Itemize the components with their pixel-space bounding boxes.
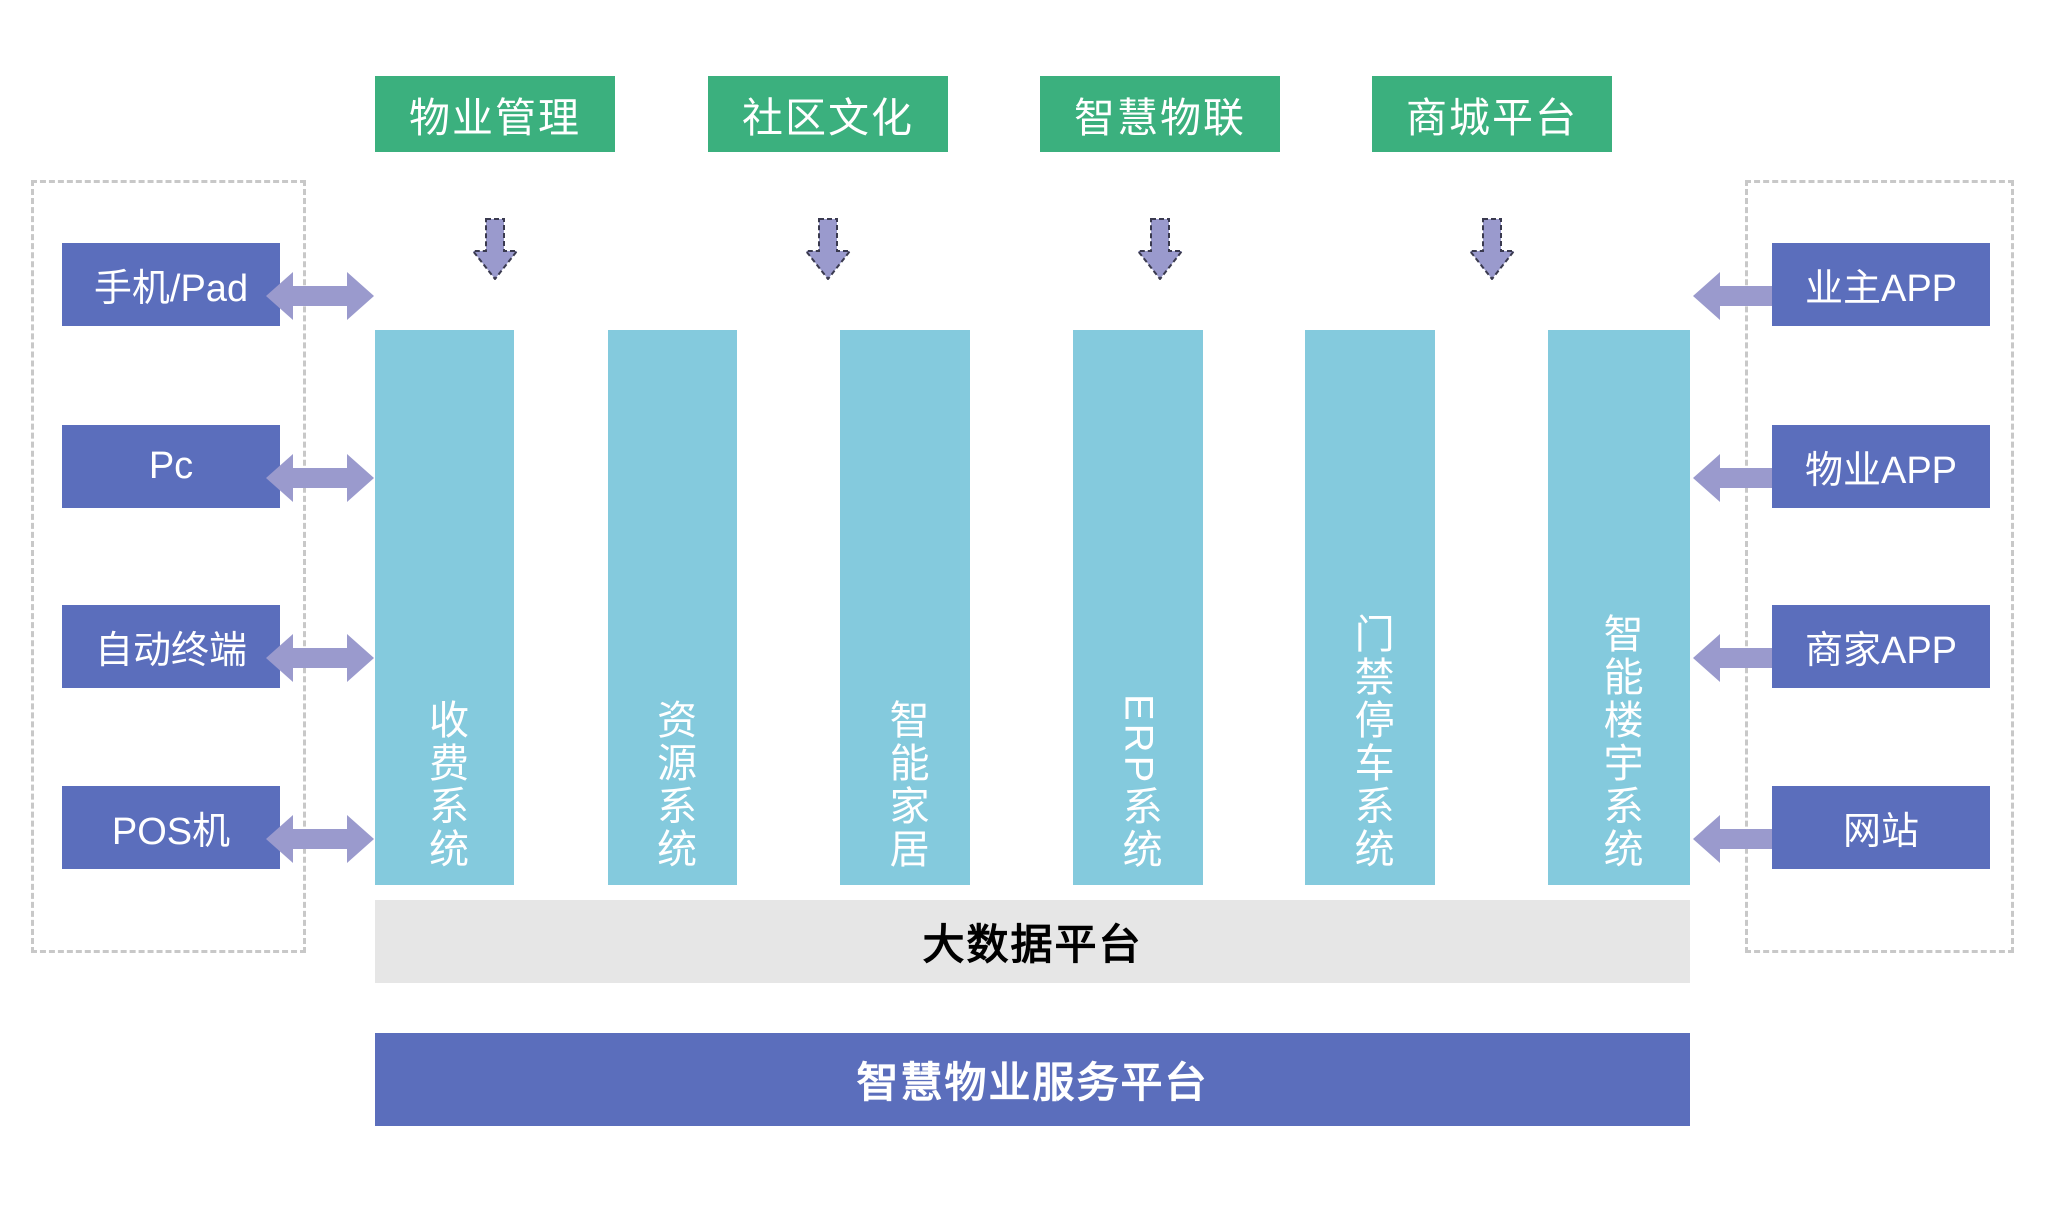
- smart-property-service-platform-bar[interactable]: 智慧物业服务平台: [375, 1033, 1690, 1126]
- right-channel-box-website[interactable]: 网站: [1772, 786, 1990, 869]
- right-channel-box-owner-app[interactable]: 业主APP: [1772, 243, 1990, 326]
- left-channel-box-pos[interactable]: POS机: [62, 786, 280, 869]
- left-channel-box-mobile-pad[interactable]: 手机/Pad: [62, 243, 280, 326]
- arrow-down-icon-2: [805, 218, 851, 280]
- big-data-platform-bar[interactable]: 大数据平台: [375, 900, 1690, 983]
- right-channel-box-merchant-app[interactable]: 商家APP: [1772, 605, 1990, 688]
- arrow-down-icon-3: [1137, 218, 1183, 280]
- arrow-down-icon-1: [472, 218, 518, 280]
- system-column-label: 门禁停车系统: [1348, 613, 1393, 871]
- system-column-erp[interactable]: ERP系统: [1073, 330, 1203, 885]
- arrow-left-right-icon-left-3: [265, 630, 375, 686]
- system-column-smart-home[interactable]: 智能家居: [840, 330, 970, 885]
- left-terminal-zone: [31, 180, 306, 953]
- system-column-label: 智能楼宇系统: [1597, 613, 1642, 871]
- system-column-label: 收费系统: [423, 699, 468, 871]
- top-module-box-2[interactable]: 社区文化: [708, 76, 948, 152]
- arrow-left-right-icon-left-4: [265, 811, 375, 867]
- arrow-left-right-icon-left-2: [265, 450, 375, 506]
- left-channel-box-self-service-terminal[interactable]: 自动终端: [62, 605, 280, 688]
- top-module-box-3[interactable]: 智慧物联: [1040, 76, 1280, 152]
- left-channel-box-pc[interactable]: Pc: [62, 425, 280, 508]
- right-channel-box-property-app[interactable]: 物业APP: [1772, 425, 1990, 508]
- system-column-label: ERP系统: [1116, 693, 1161, 871]
- top-module-box-1[interactable]: 物业管理: [375, 76, 615, 152]
- top-module-box-4[interactable]: 商城平台: [1372, 76, 1612, 152]
- system-column-resource[interactable]: 资源系统: [608, 330, 737, 885]
- system-column-label: 资源系统: [651, 699, 696, 871]
- system-column-smart-building[interactable]: 智能楼宇系统: [1548, 330, 1690, 885]
- right-application-zone: [1745, 180, 2014, 953]
- system-column-access-parking[interactable]: 门禁停车系统: [1305, 330, 1435, 885]
- arrow-down-icon-4: [1469, 218, 1515, 280]
- system-column-charging[interactable]: 收费系统: [375, 330, 514, 885]
- arrow-left-right-icon-left-1: [265, 268, 375, 324]
- system-column-label: 智能家居: [883, 699, 928, 871]
